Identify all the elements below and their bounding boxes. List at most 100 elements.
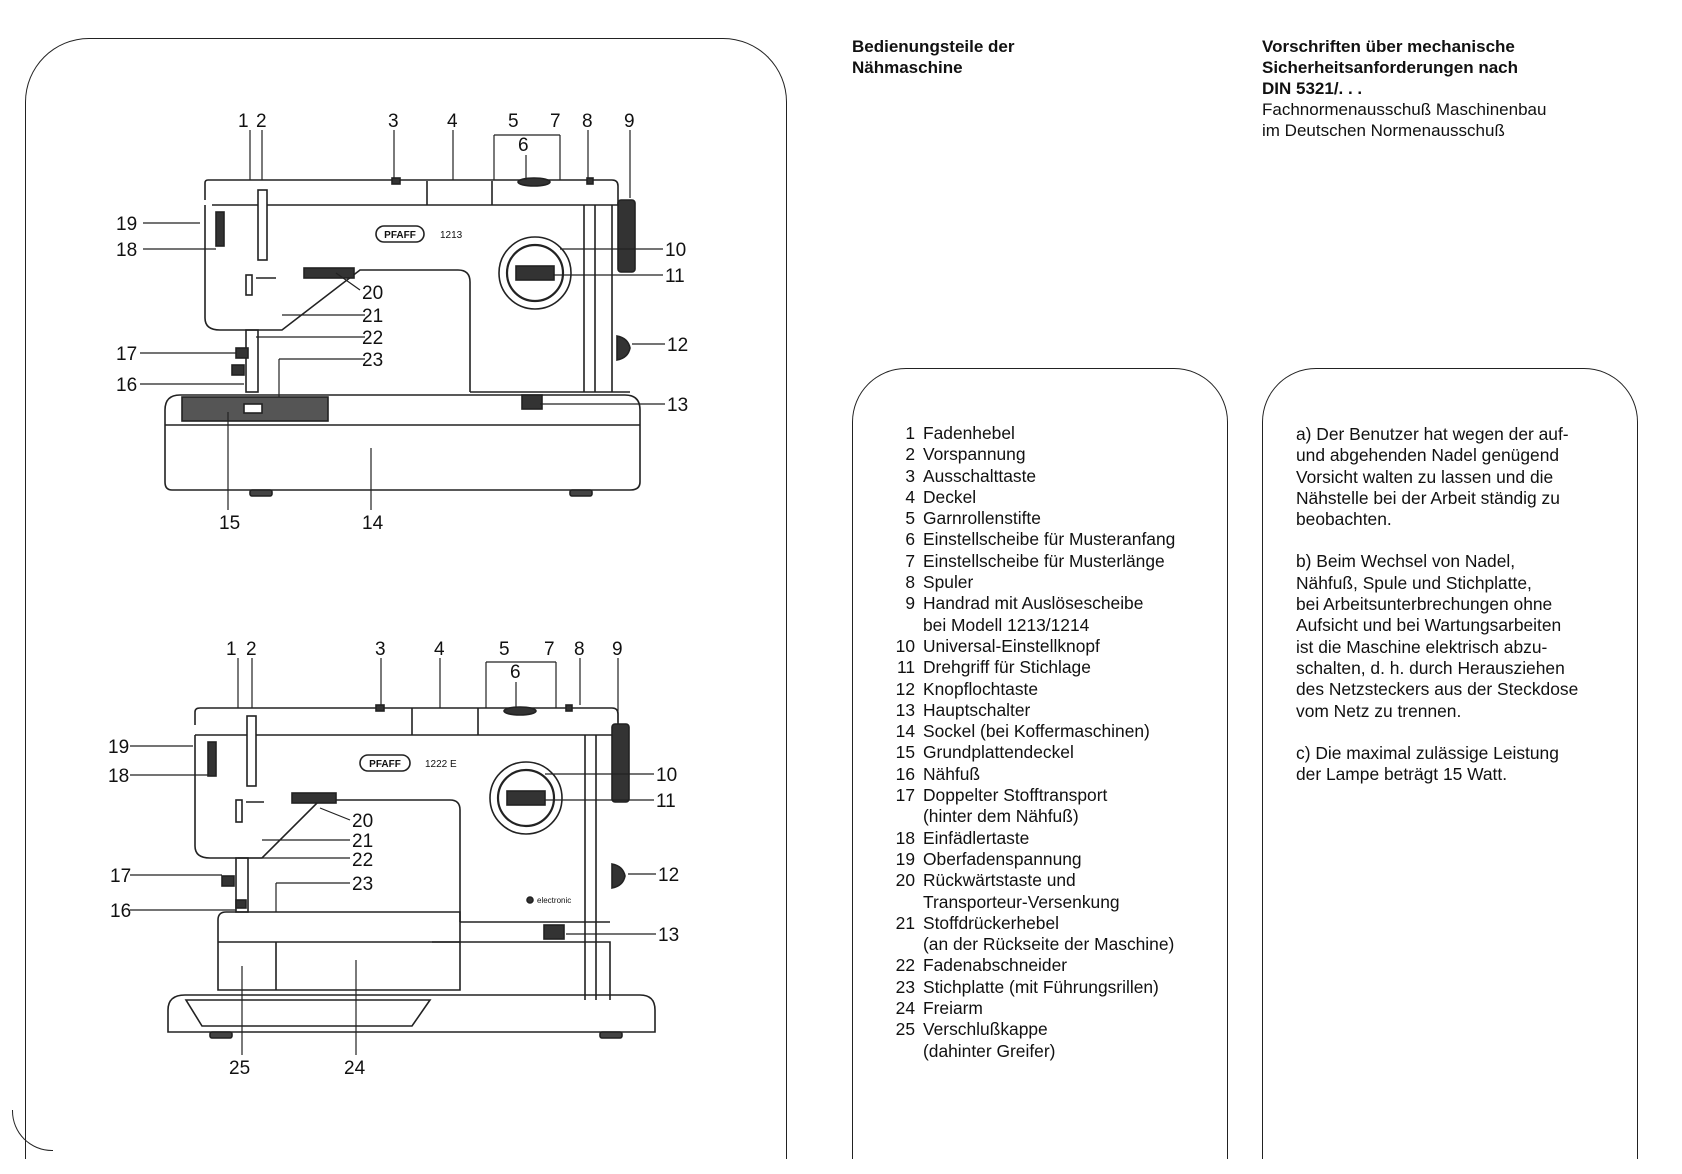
part-name: Doppelter Stofftransport (hinter dem Näh… bbox=[923, 785, 1108, 827]
part-number: 10 bbox=[895, 635, 915, 656]
part-number: 14 bbox=[895, 721, 915, 742]
callout-23: 23 bbox=[362, 350, 383, 371]
top-brand-label: PFAFF bbox=[384, 230, 416, 241]
part-name: Freiarm bbox=[923, 998, 983, 1019]
callout-24: 24 bbox=[344, 1058, 366, 1079]
callout-7: 7 bbox=[544, 639, 555, 660]
electronic-badge: electronic bbox=[537, 896, 571, 905]
parts-list-item: 11 Drehgriff für Stichlage bbox=[880, 657, 1220, 678]
callout-18: 18 bbox=[116, 240, 137, 261]
part-number: 11 bbox=[896, 657, 915, 678]
safety-note: a) Der Benutzer hat wegen der auf- und a… bbox=[1296, 424, 1569, 530]
part-name: Drehgriff für Stichlage bbox=[923, 657, 1091, 678]
bottom-brand-label: PFAFF bbox=[369, 759, 401, 770]
parts-list-item: 10 Universal-Einstellknopf bbox=[880, 636, 1220, 657]
parts-list-item: 17 Doppelter Stofftransport (hinter dem N… bbox=[880, 785, 1220, 828]
callout-16: 16 bbox=[110, 901, 131, 922]
callout-3: 3 bbox=[388, 111, 399, 132]
part-name: Fadenhebel bbox=[923, 423, 1015, 443]
controls-heading: Bedienungsteile der Nähmaschine bbox=[852, 37, 1015, 77]
part-number: 3 bbox=[905, 465, 915, 486]
part-name: Sockel (bei Koffermaschinen) bbox=[923, 721, 1150, 742]
part-name: Garnrollenstifte bbox=[923, 508, 1041, 529]
callout-22: 22 bbox=[362, 328, 383, 349]
callout-4: 4 bbox=[434, 639, 445, 660]
callout-1: 1 bbox=[226, 639, 237, 660]
part-number: 22 bbox=[895, 955, 915, 976]
safety-notes: a) Der Benutzer hat wegen der auf- und a… bbox=[1296, 424, 1616, 806]
safety-subheading: Fachnormenausschuß Maschinenbau im Deuts… bbox=[1262, 100, 1547, 140]
part-number: 24 bbox=[895, 998, 915, 1019]
part-number: 13 bbox=[895, 699, 915, 720]
part-number: 17 bbox=[895, 785, 915, 806]
part-name: Deckel bbox=[923, 486, 977, 507]
top-leader-lines bbox=[140, 130, 665, 510]
bottom-model-label: 1222 E bbox=[425, 759, 457, 770]
parts-list-item: 15 Grundplattendeckel bbox=[880, 742, 1220, 763]
callout-17: 17 bbox=[110, 866, 131, 887]
bottom-callouts: 1 2 3 4 5 6 7 8 9 10 11 12 13 16 17 18 1… bbox=[108, 639, 679, 1079]
part-number: 18 bbox=[895, 827, 915, 848]
callout-1: 1 bbox=[238, 111, 249, 132]
part-name: Universal-Einstellknopf bbox=[923, 635, 1100, 656]
parts-list-item: 3 Ausschalttaste bbox=[880, 466, 1220, 487]
callout-12: 12 bbox=[667, 335, 688, 356]
callout-18: 18 bbox=[108, 766, 129, 787]
part-name: Fadenabschneider bbox=[923, 955, 1068, 976]
top-model-label: 1213 bbox=[440, 230, 463, 241]
callout-12: 12 bbox=[658, 865, 679, 886]
part-name: Nähfuß bbox=[923, 763, 981, 784]
parts-list-item: 24 Freiarm bbox=[880, 998, 1220, 1019]
safety-notes-frame bbox=[1262, 368, 1638, 1159]
callout-2: 2 bbox=[256, 111, 267, 132]
part-number: 5 bbox=[905, 508, 915, 529]
part-number: 2 bbox=[905, 444, 915, 465]
part-name: Einstellscheibe für Musterlänge bbox=[923, 550, 1165, 571]
part-name: Ausschalttaste bbox=[923, 465, 1037, 486]
part-number: 19 bbox=[895, 848, 915, 869]
callout-8: 8 bbox=[574, 639, 585, 660]
part-name: Rückwärtstaste und Transporteur-Versenku… bbox=[923, 870, 1120, 912]
parts-list-item: 2 Vorspannung bbox=[880, 444, 1220, 465]
part-number: 15 bbox=[895, 742, 915, 763]
part-name: Hauptschalter bbox=[923, 699, 1031, 720]
callout-9: 9 bbox=[624, 111, 635, 132]
part-name: Oberfadenspannung bbox=[923, 848, 1082, 869]
callout-13: 13 bbox=[667, 395, 688, 416]
safety-heading: Vorschriften über mechanische Sicherheit… bbox=[1262, 37, 1518, 98]
parts-list-item: 13 Hauptschalter bbox=[880, 700, 1220, 721]
parts-list-item: 5 Garnrollenstifte bbox=[880, 508, 1220, 529]
callout-20: 20 bbox=[352, 811, 373, 832]
callout-8: 8 bbox=[582, 111, 593, 132]
parts-list-item: 19 Oberfadenspannung bbox=[880, 849, 1220, 870]
part-name: Vorspannung bbox=[923, 444, 1026, 465]
part-name: Einstellscheibe für Musteranfang bbox=[923, 529, 1176, 550]
callout-14: 14 bbox=[362, 513, 384, 534]
callout-22: 22 bbox=[352, 850, 373, 871]
part-name: Spuler bbox=[923, 572, 974, 593]
callout-10: 10 bbox=[656, 765, 677, 786]
callout-19: 19 bbox=[116, 214, 137, 235]
callout-5: 5 bbox=[499, 639, 510, 660]
callout-4: 4 bbox=[447, 111, 458, 132]
parts-list-item: 14 Sockel (bei Koffermaschinen) bbox=[880, 721, 1220, 742]
callout-23: 23 bbox=[352, 874, 373, 895]
part-number: 6 bbox=[905, 529, 915, 550]
part-name: Verschlußkappe (dahinter Greifer) bbox=[923, 1019, 1056, 1061]
callout-10: 10 bbox=[665, 240, 686, 261]
bottom-machine-drawing bbox=[167, 704, 656, 1039]
callout-11: 11 bbox=[656, 791, 676, 812]
part-name: Grundplattendeckel bbox=[923, 742, 1074, 763]
